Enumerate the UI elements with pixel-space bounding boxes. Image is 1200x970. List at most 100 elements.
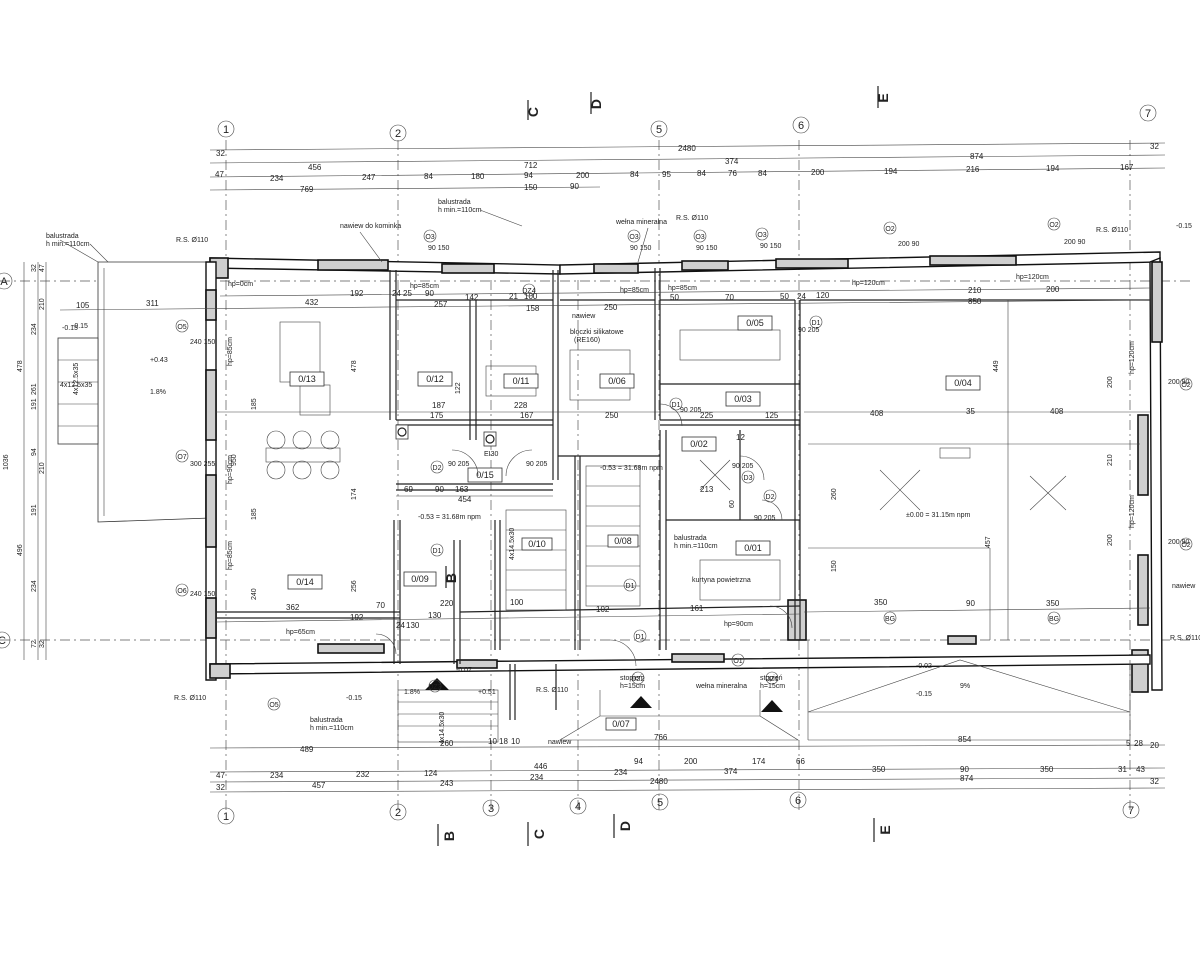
note-label: bloczki silikatowe bbox=[570, 329, 624, 336]
stairs-label: 4x14.5x30 bbox=[509, 528, 516, 560]
dim-text: 261 bbox=[31, 383, 38, 395]
dim-text: 446 bbox=[534, 762, 548, 771]
room-tag: 0/02 bbox=[690, 439, 708, 449]
dim-text: 874 bbox=[970, 152, 984, 161]
dim-text: 70 bbox=[725, 293, 734, 302]
dim-text: 408 bbox=[870, 409, 884, 418]
dim-text: 194 bbox=[884, 167, 898, 176]
window-size: 90 150 bbox=[760, 243, 782, 250]
dim-text: 32 bbox=[31, 264, 38, 272]
dim-text: 200 bbox=[1107, 376, 1114, 388]
window-size: 200 90 bbox=[1168, 539, 1190, 546]
axis-label: 5 bbox=[657, 797, 663, 809]
window-code: O7 bbox=[177, 454, 186, 461]
dim-text: 35 bbox=[966, 407, 975, 416]
dim-text: 374 bbox=[725, 157, 739, 166]
inner-dimensions: 105 311 432 192 24 25 90 142 21 100 257 … bbox=[59, 285, 1151, 630]
window-code: O2 bbox=[1181, 542, 1190, 549]
dim-text: 874 bbox=[960, 774, 974, 783]
top-dimension-chains: 32 2480 32 456 712 374 874 47 234 247 84… bbox=[209, 142, 1166, 194]
dim-text: 47 bbox=[215, 170, 224, 179]
room-tags: 0/13 0/12 0/11 0/06 0/05 0/04 0/03 0/02 … bbox=[287, 315, 981, 731]
dim-text: 94 bbox=[31, 448, 38, 456]
dim-text: 228 bbox=[514, 401, 528, 410]
dim-text: 47 bbox=[216, 771, 225, 780]
hp-label: hp=85cm bbox=[410, 283, 439, 290]
note-label: h=15cm bbox=[760, 683, 785, 690]
dim-text: 243 bbox=[440, 779, 454, 788]
dim-text: 260 bbox=[440, 739, 454, 748]
axis-label: 1 bbox=[223, 124, 229, 136]
dim-text: 167 bbox=[1120, 163, 1134, 172]
window-code: BG bbox=[885, 616, 895, 623]
section-label: C bbox=[531, 829, 547, 839]
note-label: h=15cm bbox=[620, 683, 645, 690]
dim-text: 10 bbox=[511, 737, 520, 746]
dim-text: 94 bbox=[634, 757, 643, 766]
hp-label: hp=90cm bbox=[227, 455, 234, 484]
dim-text: 163 bbox=[455, 485, 469, 494]
note-label: (RE160) bbox=[574, 337, 600, 344]
dim-text: 21 bbox=[509, 292, 518, 301]
dim-text: 362 bbox=[286, 603, 300, 612]
axis-label: 7 bbox=[1145, 108, 1151, 120]
dim-text: 210 bbox=[968, 286, 982, 295]
dim-text: 457 bbox=[985, 536, 992, 548]
door-code: D1 bbox=[672, 402, 681, 409]
dim-text: 496 bbox=[17, 544, 24, 556]
note-label: h min.=110cm bbox=[310, 725, 354, 732]
dim-text: 125 bbox=[765, 411, 779, 420]
room-tag: 0/11 bbox=[513, 376, 530, 386]
dim-text: 200 bbox=[1046, 285, 1060, 294]
dim-text: 32 bbox=[216, 149, 225, 158]
level-label: -0.15 bbox=[62, 325, 78, 332]
dim-text: 234 bbox=[270, 771, 284, 780]
note-label: stopień bbox=[760, 675, 783, 682]
exterior-foreground bbox=[397, 640, 1131, 743]
section-label: B bbox=[441, 831, 457, 841]
dim-text: 374 bbox=[724, 767, 738, 776]
dim-text: 257 bbox=[434, 300, 448, 309]
grid-axis-bubbles-bottom: 1 2 3 4 5 6 7 bbox=[217, 791, 1140, 825]
door-code: DZ1 bbox=[765, 676, 778, 683]
dim-text: 5 bbox=[1126, 739, 1131, 748]
dim-text: 191 bbox=[31, 504, 38, 516]
window-size: 90 150 bbox=[428, 245, 450, 252]
window-code: BG bbox=[1049, 616, 1059, 623]
row-label: C bbox=[0, 635, 6, 647]
dim-text: 191 bbox=[31, 398, 38, 410]
rs-label: R.S. Ø110 bbox=[1170, 635, 1200, 642]
row-label: A bbox=[0, 276, 8, 288]
rs-label: R.S. Ø110 bbox=[1096, 227, 1128, 234]
hp-label: hp=85cm bbox=[227, 541, 234, 570]
interior-walls bbox=[216, 268, 1150, 664]
room-tag: 0/05 bbox=[746, 318, 764, 328]
window-size: 90 205 bbox=[754, 515, 776, 522]
dim-text: 192 bbox=[350, 613, 364, 622]
room-tag: 0/12 bbox=[426, 374, 444, 384]
window-code: O3 bbox=[757, 232, 766, 239]
dim-text: 43 bbox=[1136, 765, 1145, 774]
door-code: DZ2 bbox=[631, 676, 644, 683]
dim-text: 210 bbox=[1107, 454, 1114, 466]
hp-label: hp=85cm bbox=[668, 285, 697, 292]
dim-text: 213 bbox=[700, 485, 714, 494]
dim-text: 766 bbox=[654, 733, 668, 742]
section-label: B bbox=[443, 573, 459, 583]
dim-text: 432 bbox=[305, 298, 319, 307]
fire-label: EI30 bbox=[484, 451, 499, 458]
dim-text: 60 bbox=[729, 500, 736, 508]
section-markers-bottom: B C D E B bbox=[437, 566, 893, 846]
dim-text: 240 bbox=[251, 588, 258, 600]
dim-text: 142 bbox=[465, 293, 479, 302]
window-code: O2 bbox=[885, 226, 894, 233]
section-label: D bbox=[617, 821, 633, 831]
hp-label: hp=90cm bbox=[724, 621, 753, 628]
dim-text: 66 bbox=[796, 757, 805, 766]
stairs-label: 4x12.5x35 bbox=[73, 363, 80, 395]
room-tag: 0/08 bbox=[614, 536, 632, 546]
level-label: -0.15 bbox=[1176, 223, 1192, 230]
window-size: 90 150 bbox=[696, 245, 718, 252]
dim-text: 247 bbox=[362, 173, 376, 182]
level-label: +0.43 bbox=[150, 357, 168, 364]
